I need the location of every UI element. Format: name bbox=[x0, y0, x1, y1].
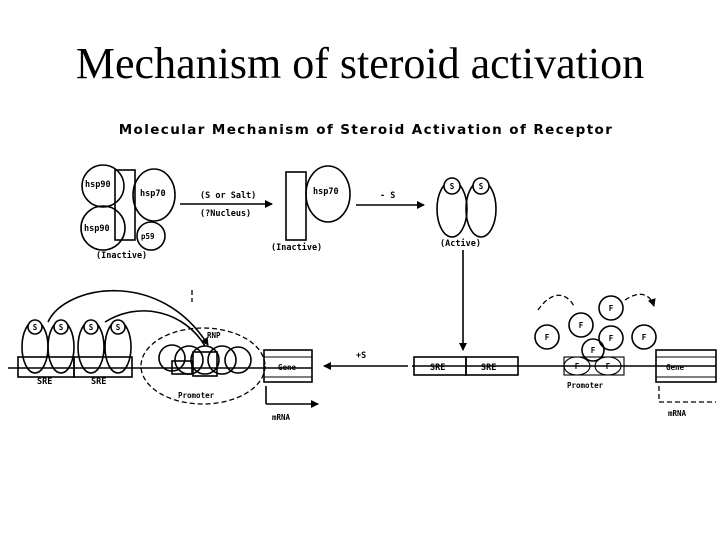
arrow-minus-s-label: - S bbox=[380, 191, 395, 201]
active-steroid-right bbox=[472, 177, 490, 195]
left-dna-region: S S S S SRE SRE RNP Promoter Gene mRNA bbox=[8, 289, 319, 422]
factor-f-label-5: F bbox=[642, 333, 647, 342]
left-sre-label-2: SRE bbox=[91, 377, 106, 387]
right-sre-label-2: SRE bbox=[481, 363, 496, 373]
factor-f-2 bbox=[568, 312, 594, 338]
p59-shape bbox=[136, 221, 166, 251]
inactive-complex: hsp90 hsp70 hsp90 p59 (Inactive) bbox=[80, 164, 176, 261]
right-dna-region: SRE SRE F F Promoter Gene mRNA F F F F F… bbox=[412, 293, 717, 418]
active-s-right: S bbox=[479, 182, 484, 191]
rnp-complex-outline bbox=[140, 327, 266, 405]
rnp-label: RNP bbox=[207, 331, 221, 340]
left-mrna-label: mRNA bbox=[272, 413, 291, 422]
active-caption: (Active) bbox=[440, 238, 481, 249]
intermediate-receptor-block bbox=[285, 171, 307, 241]
arrow-salt-top-label: (S or Salt) bbox=[200, 191, 256, 201]
p59-label: p59 bbox=[141, 232, 155, 241]
active-s-left: S bbox=[450, 182, 455, 191]
bound-s-3: S bbox=[89, 323, 94, 332]
arrow-salt: (S or Salt) (?Nucleus) bbox=[180, 191, 273, 219]
hsp90-bottom-shape bbox=[80, 205, 126, 251]
gene-box-right bbox=[655, 349, 717, 383]
left-gene-label: Gene bbox=[278, 363, 297, 372]
arrow-plus-s: +S bbox=[323, 351, 408, 370]
arrow-minus-s: - S bbox=[356, 191, 425, 209]
factor-f-1 bbox=[598, 295, 624, 321]
right-sre-label-1: SRE bbox=[430, 363, 445, 373]
right-gene-label: Gene bbox=[666, 363, 685, 372]
bound-s-1: S bbox=[33, 323, 38, 332]
gene-box-left bbox=[263, 349, 313, 383]
inactive-caption-1: (Inactive) bbox=[96, 250, 147, 261]
factor-f-4 bbox=[598, 325, 624, 351]
inactive-caption-2: (Inactive) bbox=[271, 242, 322, 253]
active-dimer: S S (Active) bbox=[436, 177, 497, 249]
arrow-salt-bottom-label: (?Nucleus) bbox=[200, 209, 251, 219]
right-sre-box-2 bbox=[465, 356, 519, 376]
factor-f-label-4: F bbox=[609, 334, 614, 343]
left-sre-label-1: SRE bbox=[37, 377, 52, 387]
right-promoter-label: Promoter bbox=[567, 381, 604, 390]
arrow-plus-s-label: +S bbox=[356, 351, 366, 361]
hsp70-label: hsp70 bbox=[140, 189, 166, 199]
factor-f-label-3: F bbox=[545, 333, 550, 342]
promoter-f-2: F bbox=[606, 362, 611, 371]
hsp90-top-label: hsp90 bbox=[85, 180, 111, 190]
factor-f-label-2: F bbox=[579, 321, 584, 330]
diagram-header: Molecular Mechanism of Steroid Activatio… bbox=[119, 122, 614, 138]
hsp90-top-shape bbox=[81, 164, 125, 208]
factor-f-label-1: F bbox=[609, 304, 614, 313]
factor-f-label-6: F bbox=[591, 346, 596, 355]
slide-title: Mechanism of steroid activation bbox=[75, 39, 645, 88]
hsp70-shape bbox=[132, 168, 176, 222]
promoter-f-1: F bbox=[575, 362, 580, 371]
intermediate-hsp70-shape bbox=[305, 165, 351, 223]
intermediate-hsp70-label: hsp70 bbox=[313, 187, 339, 197]
factor-f-6 bbox=[581, 338, 605, 362]
factor-f-5 bbox=[631, 324, 657, 350]
factor-f-3 bbox=[534, 324, 560, 350]
bound-s-2: S bbox=[59, 323, 64, 332]
active-steroid-left bbox=[443, 177, 461, 195]
intermediate-complex: hsp70 (Inactive) bbox=[271, 165, 351, 253]
hsp90-bottom-label: hsp90 bbox=[84, 224, 110, 234]
right-mrna-label: mRNA bbox=[668, 409, 687, 418]
bound-s-4: S bbox=[116, 323, 121, 332]
left-promoter-label: Promoter bbox=[178, 391, 215, 400]
